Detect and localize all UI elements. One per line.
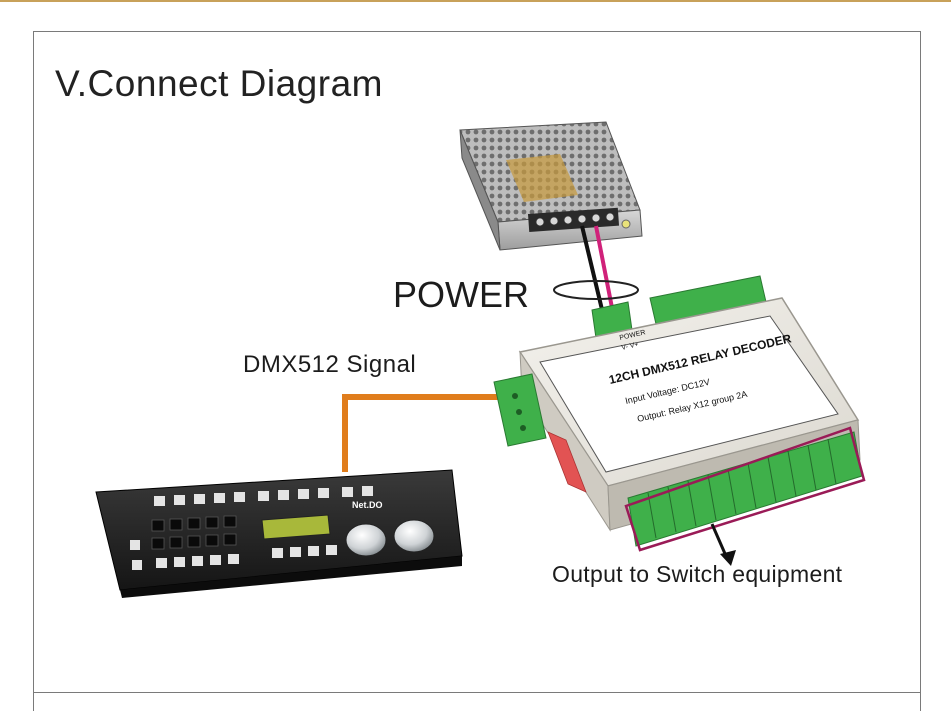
bottom-border bbox=[33, 692, 921, 693]
power-supply bbox=[459, 121, 643, 251]
top-border bbox=[0, 0, 951, 2]
output-arrow bbox=[710, 523, 736, 566]
dmx-cable bbox=[342, 394, 512, 472]
decoder-power-pins: V- V+ bbox=[621, 341, 639, 352]
page-title: V.Connect Diagram bbox=[55, 63, 383, 104]
console-brand: Net.DO bbox=[352, 500, 383, 510]
relay-decoder: 12CH DMX512 RELAY DECODER Input Voltage:… bbox=[493, 275, 866, 552]
output-label: Output to Switch equipment bbox=[552, 561, 843, 587]
output-highlight bbox=[624, 426, 866, 552]
power-label: POWER bbox=[393, 274, 530, 315]
diagram-frame bbox=[33, 31, 921, 711]
dmx-signal-label: DMX512 Signal bbox=[243, 351, 417, 378]
dmx-console: Net.DO bbox=[95, 469, 463, 598]
power-wires bbox=[553, 225, 639, 319]
